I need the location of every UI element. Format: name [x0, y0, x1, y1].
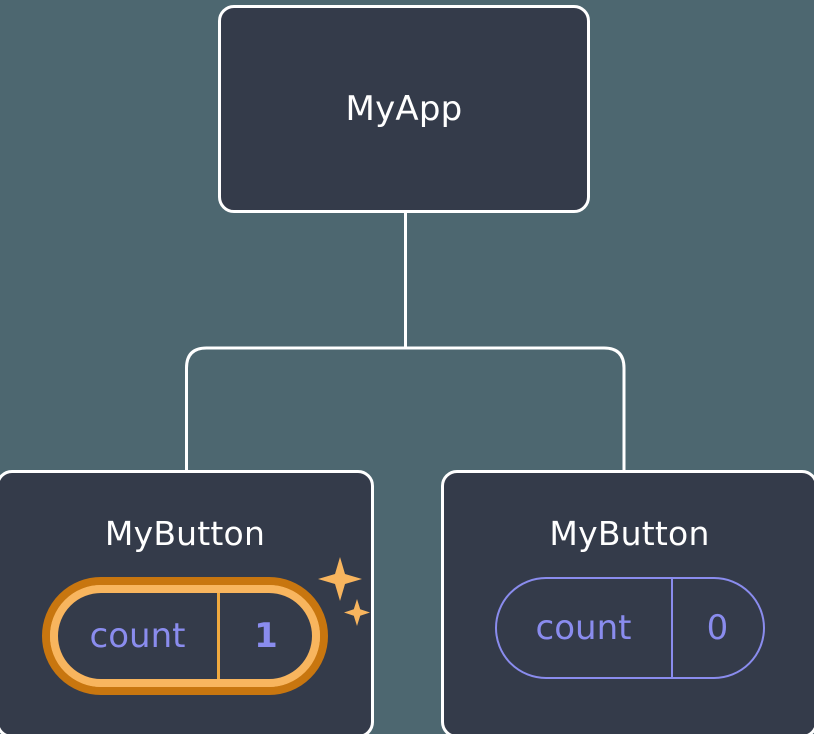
node-mybutton-left[interactable]: MyButton count 1 [0, 470, 374, 734]
node-myapp[interactable]: MyApp [218, 5, 590, 213]
sparkle-large-icon [318, 557, 362, 601]
state-pill-inner: count 1 [50, 585, 320, 687]
state-key: count [535, 608, 632, 648]
state-value: 0 [670, 579, 763, 677]
node-title: MyApp [345, 89, 463, 129]
node-title: MyButton [104, 514, 266, 553]
state-pill[interactable]: count 0 [494, 577, 765, 679]
state-value: 1 [217, 593, 312, 679]
sparkle-small-icon [344, 599, 370, 626]
state-pill-highlighted[interactable]: count 1 [42, 577, 328, 695]
node-mybutton-right[interactable]: MyButton count 0 [441, 470, 814, 734]
state-pill-wrapper: count 1 [42, 557, 370, 695]
state-pill-wrapper: count 0 [494, 577, 765, 679]
state-key: count [89, 616, 186, 656]
edge-branch-bar [185, 346, 626, 470]
node-title: MyButton [549, 514, 710, 553]
